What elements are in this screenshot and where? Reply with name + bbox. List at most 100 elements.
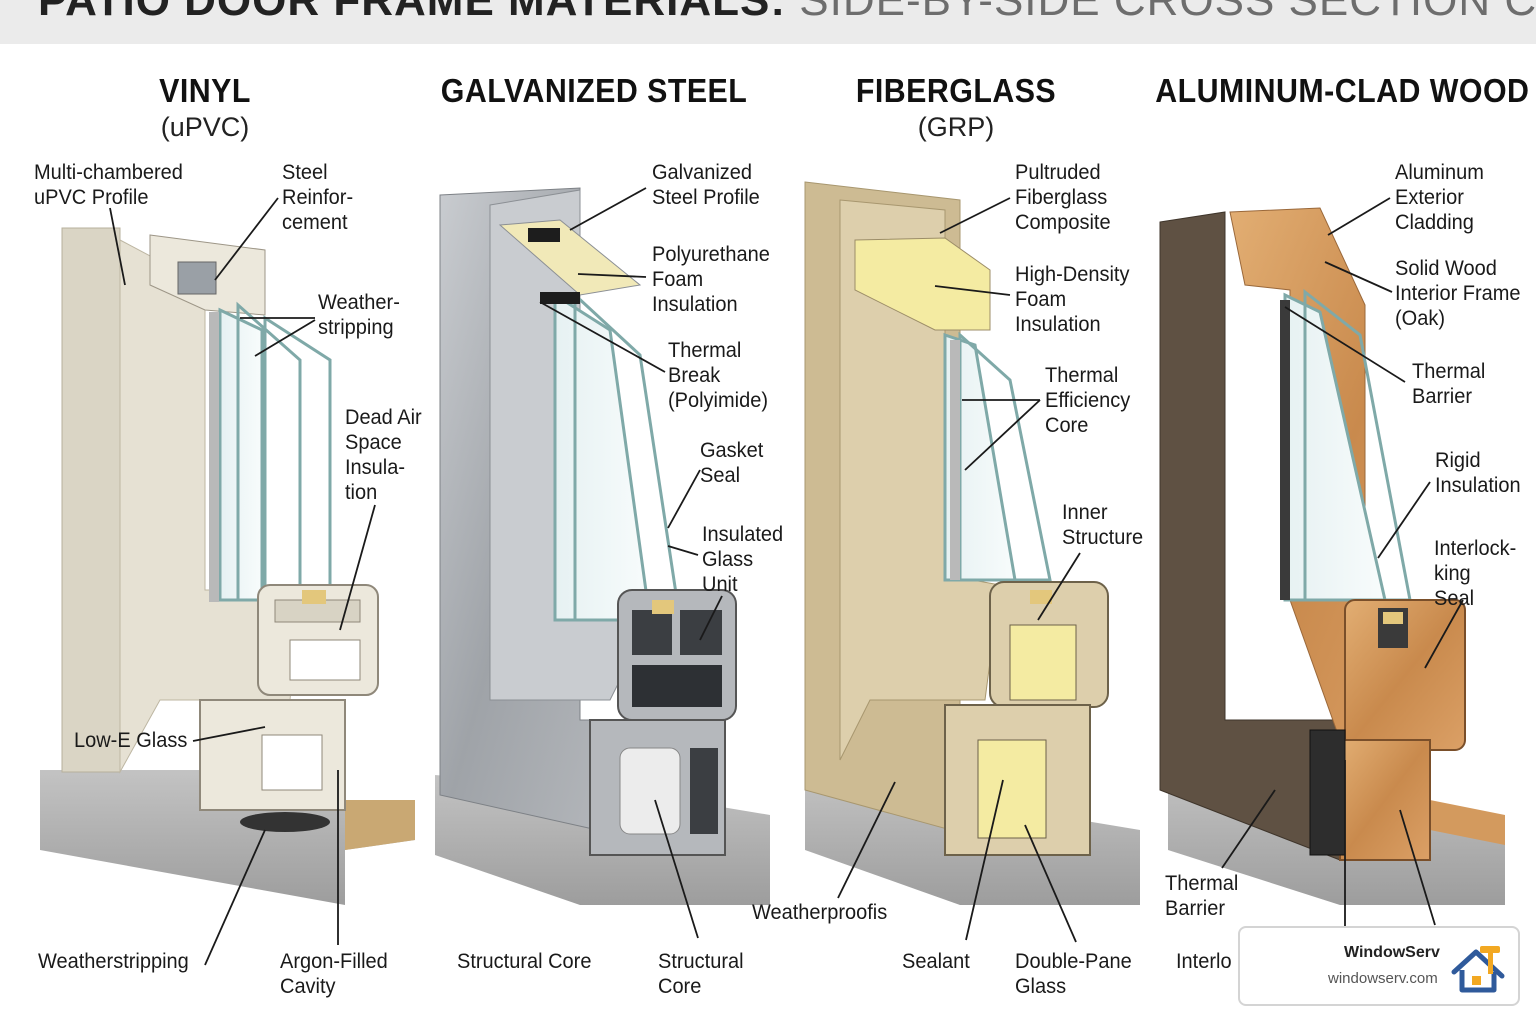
vinyl-cross-section (40, 227, 415, 905)
title-banner: PATIO DOOR FRAME MATERIALS: SIDE-BY-SIDE… (0, 0, 1536, 44)
clad-label-cladding: Aluminum Exterior Cladding (1395, 160, 1484, 234)
leader-line (1037, 552, 1081, 621)
clad-sill-aluminum (1309, 729, 1346, 856)
vinyl-title: VINYL (159, 72, 251, 109)
aluminum-clad-wood-cross-section (1159, 207, 1505, 905)
clad-label-wood-frame: Solid Wood Interior Frame (Oak) (1395, 256, 1521, 330)
steel-sash-chamber-1 (632, 610, 672, 655)
fiberglass-label-double-pane: Double-Pane Glass (1015, 949, 1132, 998)
leader-line (539, 301, 666, 373)
page-title: PATIO DOOR FRAME MATERIALS: SIDE-BY-SIDE… (38, 0, 1536, 26)
steel-sill-foam (619, 747, 681, 835)
vinyl-steel-reinforcement (177, 261, 217, 295)
leader-lines (109, 187, 1464, 966)
clad-label-interlock-truncated: Interlo (1176, 949, 1232, 973)
page-title-regular: SIDE-BY-SIDE CROSS SECTION COMPARISON (799, 0, 1536, 25)
fiberglass-label-inner-structure: Inner Structure (1062, 500, 1144, 549)
leader-line (939, 197, 1011, 234)
fiberglass-label-sealant: Sealant (902, 949, 970, 973)
vinyl-bottom-seal (240, 812, 330, 832)
leader-line (667, 545, 699, 556)
steel-thermal-break-top (528, 228, 560, 242)
leader-line (204, 829, 266, 966)
fiberglass-cross-section (804, 181, 1140, 905)
steel-label-gasket: Gasket Seal (700, 438, 764, 487)
house-body-icon (1459, 970, 1497, 993)
leader-line (1399, 809, 1436, 926)
vinyl-sash-chamber-2 (289, 639, 361, 681)
leader-line (837, 781, 896, 899)
clad-label-thermal-barrier-bottom: Thermal Barrier (1165, 871, 1239, 920)
fiberglass-label-efficiency-core: Thermal Efficiency Core (1045, 363, 1131, 437)
leader-line (699, 595, 723, 641)
leader-line (254, 319, 316, 357)
steel-label-foam: Polyurethane Foam Insulation (652, 242, 770, 316)
steel-cross-section (435, 187, 770, 905)
fiberglass-label-composite: Pultruded Fiberglass Composite (1015, 160, 1111, 234)
vinyl-sill-chamber (261, 734, 323, 791)
leader-line (1327, 197, 1391, 236)
window-icon (1472, 976, 1481, 985)
vinyl-label-profile: Multi-chambered uPVC Profile (34, 160, 183, 209)
leader-line (1324, 261, 1393, 293)
leader-line (577, 273, 647, 278)
fiberglass-spacer (950, 340, 960, 580)
vinyl-label-steel-reinforcement: Steel Reinfor- cement (282, 160, 354, 234)
leader-line (214, 197, 279, 281)
vinyl-subtitle: (uPVC) (160, 112, 250, 142)
fiberglass-foam-top (854, 237, 991, 331)
leader-line (934, 285, 1011, 296)
fiberglass-label-foam: High-Density Foam Insulation (1015, 262, 1130, 336)
house-roof-icon (1451, 949, 1505, 979)
clad-wood-title: ALUMINUM-CLAD WOOD (1155, 72, 1530, 109)
fiberglass-desiccant (1030, 590, 1052, 604)
steel-sash-chamber-2 (680, 610, 722, 655)
fiberglass-title: FIBERGLASS (855, 72, 1057, 109)
vinyl-outer-frame (61, 227, 121, 773)
steel-sill-chamber (690, 748, 718, 834)
brand-name: WindowServ (1344, 944, 1440, 961)
leader-line (109, 207, 126, 286)
clad-desiccant (1383, 612, 1403, 624)
leader-line (569, 187, 647, 231)
vinyl-floor-board (345, 800, 415, 850)
clad-label-rigid-insulation: Rigid Insulation (1435, 448, 1521, 497)
vinyl-desiccant (302, 590, 326, 604)
steel-label-structural-core-right: Structural Core (658, 949, 744, 998)
leader-line (339, 504, 376, 631)
vinyl-glass-pane-3 (263, 315, 332, 602)
clad-label-thermal-barrier-top: Thermal Barrier (1412, 359, 1486, 408)
vinyl-label-low-e-glass: Low-E Glass (74, 728, 188, 752)
hammer-handle-icon (1488, 952, 1493, 974)
steel-thermal-break (540, 292, 580, 304)
vinyl-glass-outer (218, 307, 264, 602)
steel-label-igu: Insulated Glass Unit (702, 522, 784, 596)
vinyl-spacer (209, 312, 219, 602)
leader-line (1024, 824, 1077, 943)
brand-badge: WindowServ windowserv.com (1238, 926, 1520, 1006)
house-hammer-logo-icon (1451, 946, 1505, 993)
steel-label-structural-core-left: Structural Core (457, 949, 592, 973)
hammer-head-icon (1480, 946, 1500, 953)
steel-label-profile: Galvanized Steel Profile (652, 160, 760, 209)
leader-line (1424, 599, 1464, 669)
vinyl-label-dead-air: Dead Air Space Insula- tion (345, 405, 422, 504)
clad-label-interlocking-seal: Interlock- king Seal (1434, 536, 1517, 610)
fiberglass-subtitle: (GRP) (917, 112, 995, 142)
leader-line (1284, 306, 1406, 383)
steel-label-thermal-break: Thermal Break (Polyimide) (668, 338, 769, 412)
vinyl-label-weatherstripping: Weatherstripping (38, 949, 189, 973)
steel-glass-outer (553, 292, 652, 622)
vinyl-label-weatherstripping-top: Weather- stripping (318, 290, 400, 339)
steel-sash-chamber-3 (632, 665, 722, 707)
steel-title: GALVANIZED STEEL (440, 72, 748, 109)
leader-line (964, 399, 1041, 471)
steel-desiccant (652, 600, 674, 614)
clad-wood-floor (1430, 800, 1505, 845)
page-title-bold: PATIO DOOR FRAME MATERIALS: (38, 0, 787, 25)
clad-spacer (1280, 300, 1290, 600)
leader-line (667, 469, 701, 529)
fiberglass-sill-foam (977, 739, 1047, 839)
vinyl-label-argon-cavity: Argon-Filled Cavity (280, 949, 388, 998)
